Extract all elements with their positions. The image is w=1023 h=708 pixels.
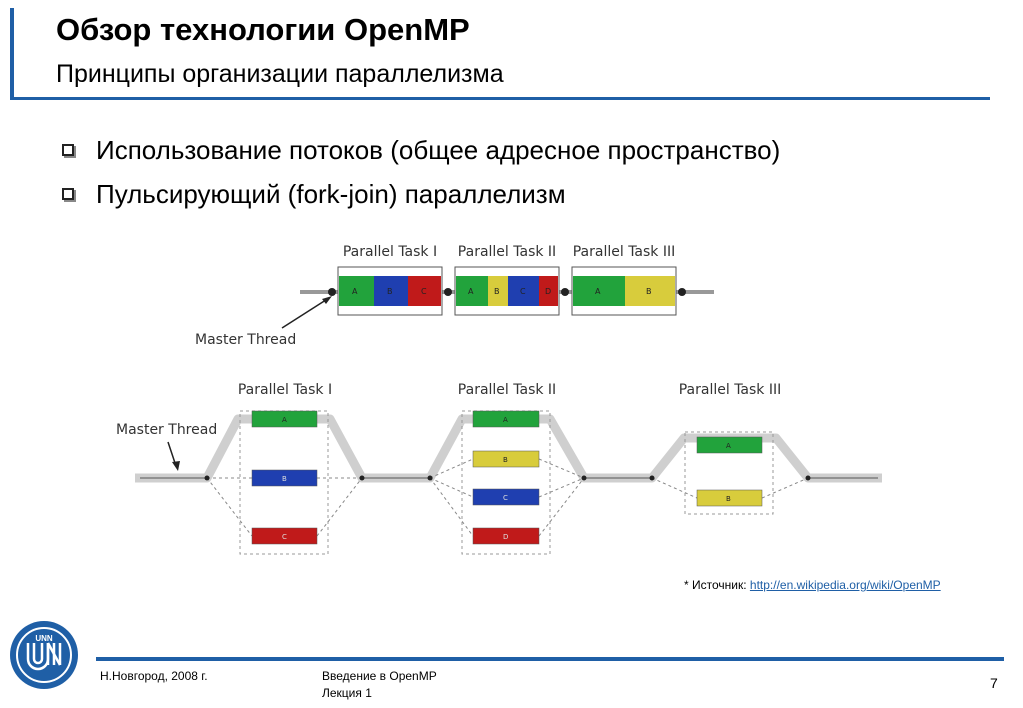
footer-course: Введение в OpenMP xyxy=(322,669,437,683)
page-number: 7 xyxy=(990,675,998,691)
block-label: A xyxy=(352,287,358,296)
top-block-d xyxy=(539,276,558,306)
top-diagram: Parallel Task I Parallel Task II Paralle… xyxy=(195,244,714,348)
block-label: C xyxy=(282,533,287,541)
bottom-block-b xyxy=(696,489,763,507)
top-block-c xyxy=(508,276,539,306)
bullet-list: Использование потоков (общее адресное пр… xyxy=(60,128,780,216)
block-label: D xyxy=(503,533,508,541)
source-link[interactable]: http://en.wikipedia.org/wiki/OpenMP xyxy=(749,578,941,592)
bullet-item: Пульсирующий (fork-join) параллелизм xyxy=(60,172,780,216)
block-label: B xyxy=(646,287,652,296)
block-label: C xyxy=(520,287,526,296)
footer-lecture: Лекция 1 xyxy=(322,686,372,700)
header-accent-bar xyxy=(10,8,14,100)
block-label: A xyxy=(282,416,287,424)
top-block-b xyxy=(488,276,508,306)
bottom-task-label-1: Parallel Task I xyxy=(238,382,332,398)
bottom-block-a xyxy=(696,436,763,454)
source-prefix: * Источник: xyxy=(684,578,750,592)
bullet-text: Пульсирующий (fork-join) параллелизм xyxy=(96,178,566,209)
master-thread-path xyxy=(135,414,882,483)
page-subtitle: Принципы организации параллелизма xyxy=(56,60,504,88)
top-task-label-3: Parallel Task III xyxy=(573,244,676,260)
top-block-a xyxy=(456,276,488,306)
block-label: D xyxy=(545,287,551,296)
top-master-thread-label: Master Thread xyxy=(195,332,296,348)
top-task-label-2: Parallel Task II xyxy=(458,244,556,260)
footer-divider xyxy=(96,657,1004,661)
top-task-label-1: Parallel Task I xyxy=(343,244,437,260)
bullet-item: Использование потоков (общее адресное пр… xyxy=(60,128,780,172)
block-label: C xyxy=(503,494,508,502)
bottom-block-a xyxy=(251,410,318,428)
top-block-a xyxy=(339,276,374,306)
block-label: B xyxy=(494,287,500,296)
top-block-b xyxy=(625,276,675,306)
unn-logo: UNN xyxy=(10,621,78,689)
bottom-block-b xyxy=(251,469,318,487)
bottom-diagram: Parallel Task I Parallel Task II Paralle… xyxy=(116,382,882,555)
top-block-c xyxy=(408,276,441,306)
bottom-block-c xyxy=(472,488,540,506)
block-label: A xyxy=(726,442,731,450)
bottom-block-b xyxy=(472,450,540,468)
checkbox-bullet-icon xyxy=(62,188,74,200)
bottom-block-d xyxy=(472,527,540,545)
bottom-task-frame-3 xyxy=(684,431,774,515)
block-label: A xyxy=(503,416,508,424)
top-block-b xyxy=(374,276,408,306)
bottom-block-a xyxy=(472,410,540,428)
block-label: B xyxy=(726,495,731,503)
logo-text: UNN xyxy=(35,634,53,643)
checkbox-bullet-icon xyxy=(62,144,74,156)
bottom-task-label-2: Parallel Task II xyxy=(458,382,556,398)
footer-location: Н.Новгород, 2008 г. xyxy=(100,669,208,683)
source-note: * Источник: http://en.wikipedia.org/wiki… xyxy=(684,578,941,592)
header-divider xyxy=(10,97,990,100)
top-block-a xyxy=(573,276,625,306)
block-label: B xyxy=(503,456,508,464)
block-label: B xyxy=(387,287,393,296)
block-label: C xyxy=(421,287,427,296)
page-title: Обзор технологии OpenMP xyxy=(56,12,470,47)
block-label: B xyxy=(282,475,287,483)
bottom-master-thread-label: Master Thread xyxy=(116,422,217,438)
bottom-block-c xyxy=(251,527,318,545)
bottom-task-label-3: Parallel Task III xyxy=(679,382,782,398)
block-label: A xyxy=(595,287,601,296)
bullet-text: Использование потоков (общее адресное пр… xyxy=(96,134,781,165)
block-label: A xyxy=(468,287,474,296)
